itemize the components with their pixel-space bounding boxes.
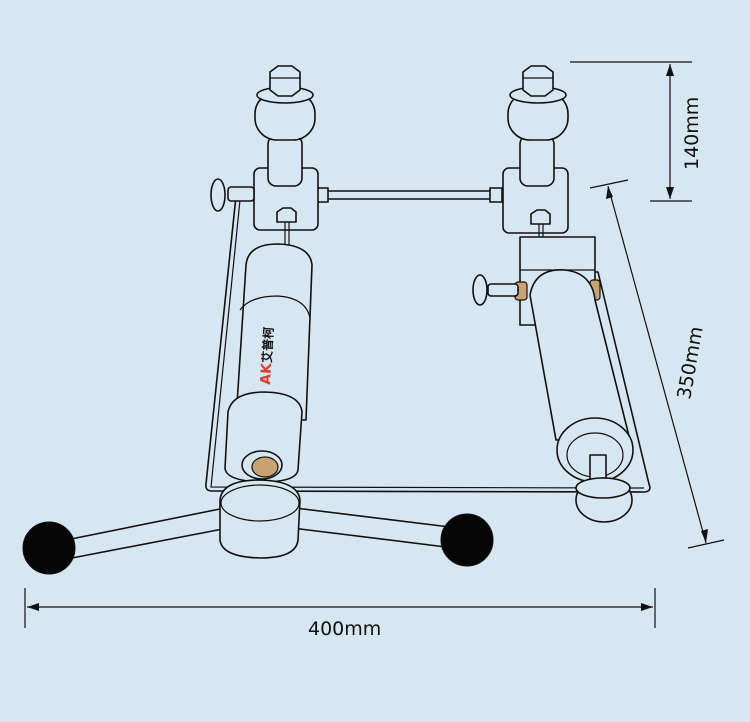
height-dimension: 140mm bbox=[570, 61, 703, 202]
right-gauge-mount bbox=[502, 65, 569, 240]
right-valve-knob bbox=[472, 274, 519, 306]
connecting-rod bbox=[315, 187, 503, 203]
depth-label: 350mm bbox=[673, 325, 707, 401]
width-dimension: 400mm bbox=[24, 588, 656, 640]
svg-text:艾普柯: 艾普柯 bbox=[259, 326, 276, 363]
right-pump-cylinder bbox=[514, 236, 634, 523]
width-label: 400mm bbox=[308, 618, 381, 640]
left-valve-knob bbox=[210, 178, 255, 212]
left-pump-cylinder: AK 艾普柯 bbox=[224, 243, 313, 483]
pump-handle bbox=[22, 479, 494, 575]
height-label: 140mm bbox=[681, 97, 703, 170]
logo: AK 艾普柯 bbox=[258, 326, 276, 386]
left-gauge-mount bbox=[253, 65, 319, 245]
svg-text:AK: AK bbox=[258, 362, 275, 386]
